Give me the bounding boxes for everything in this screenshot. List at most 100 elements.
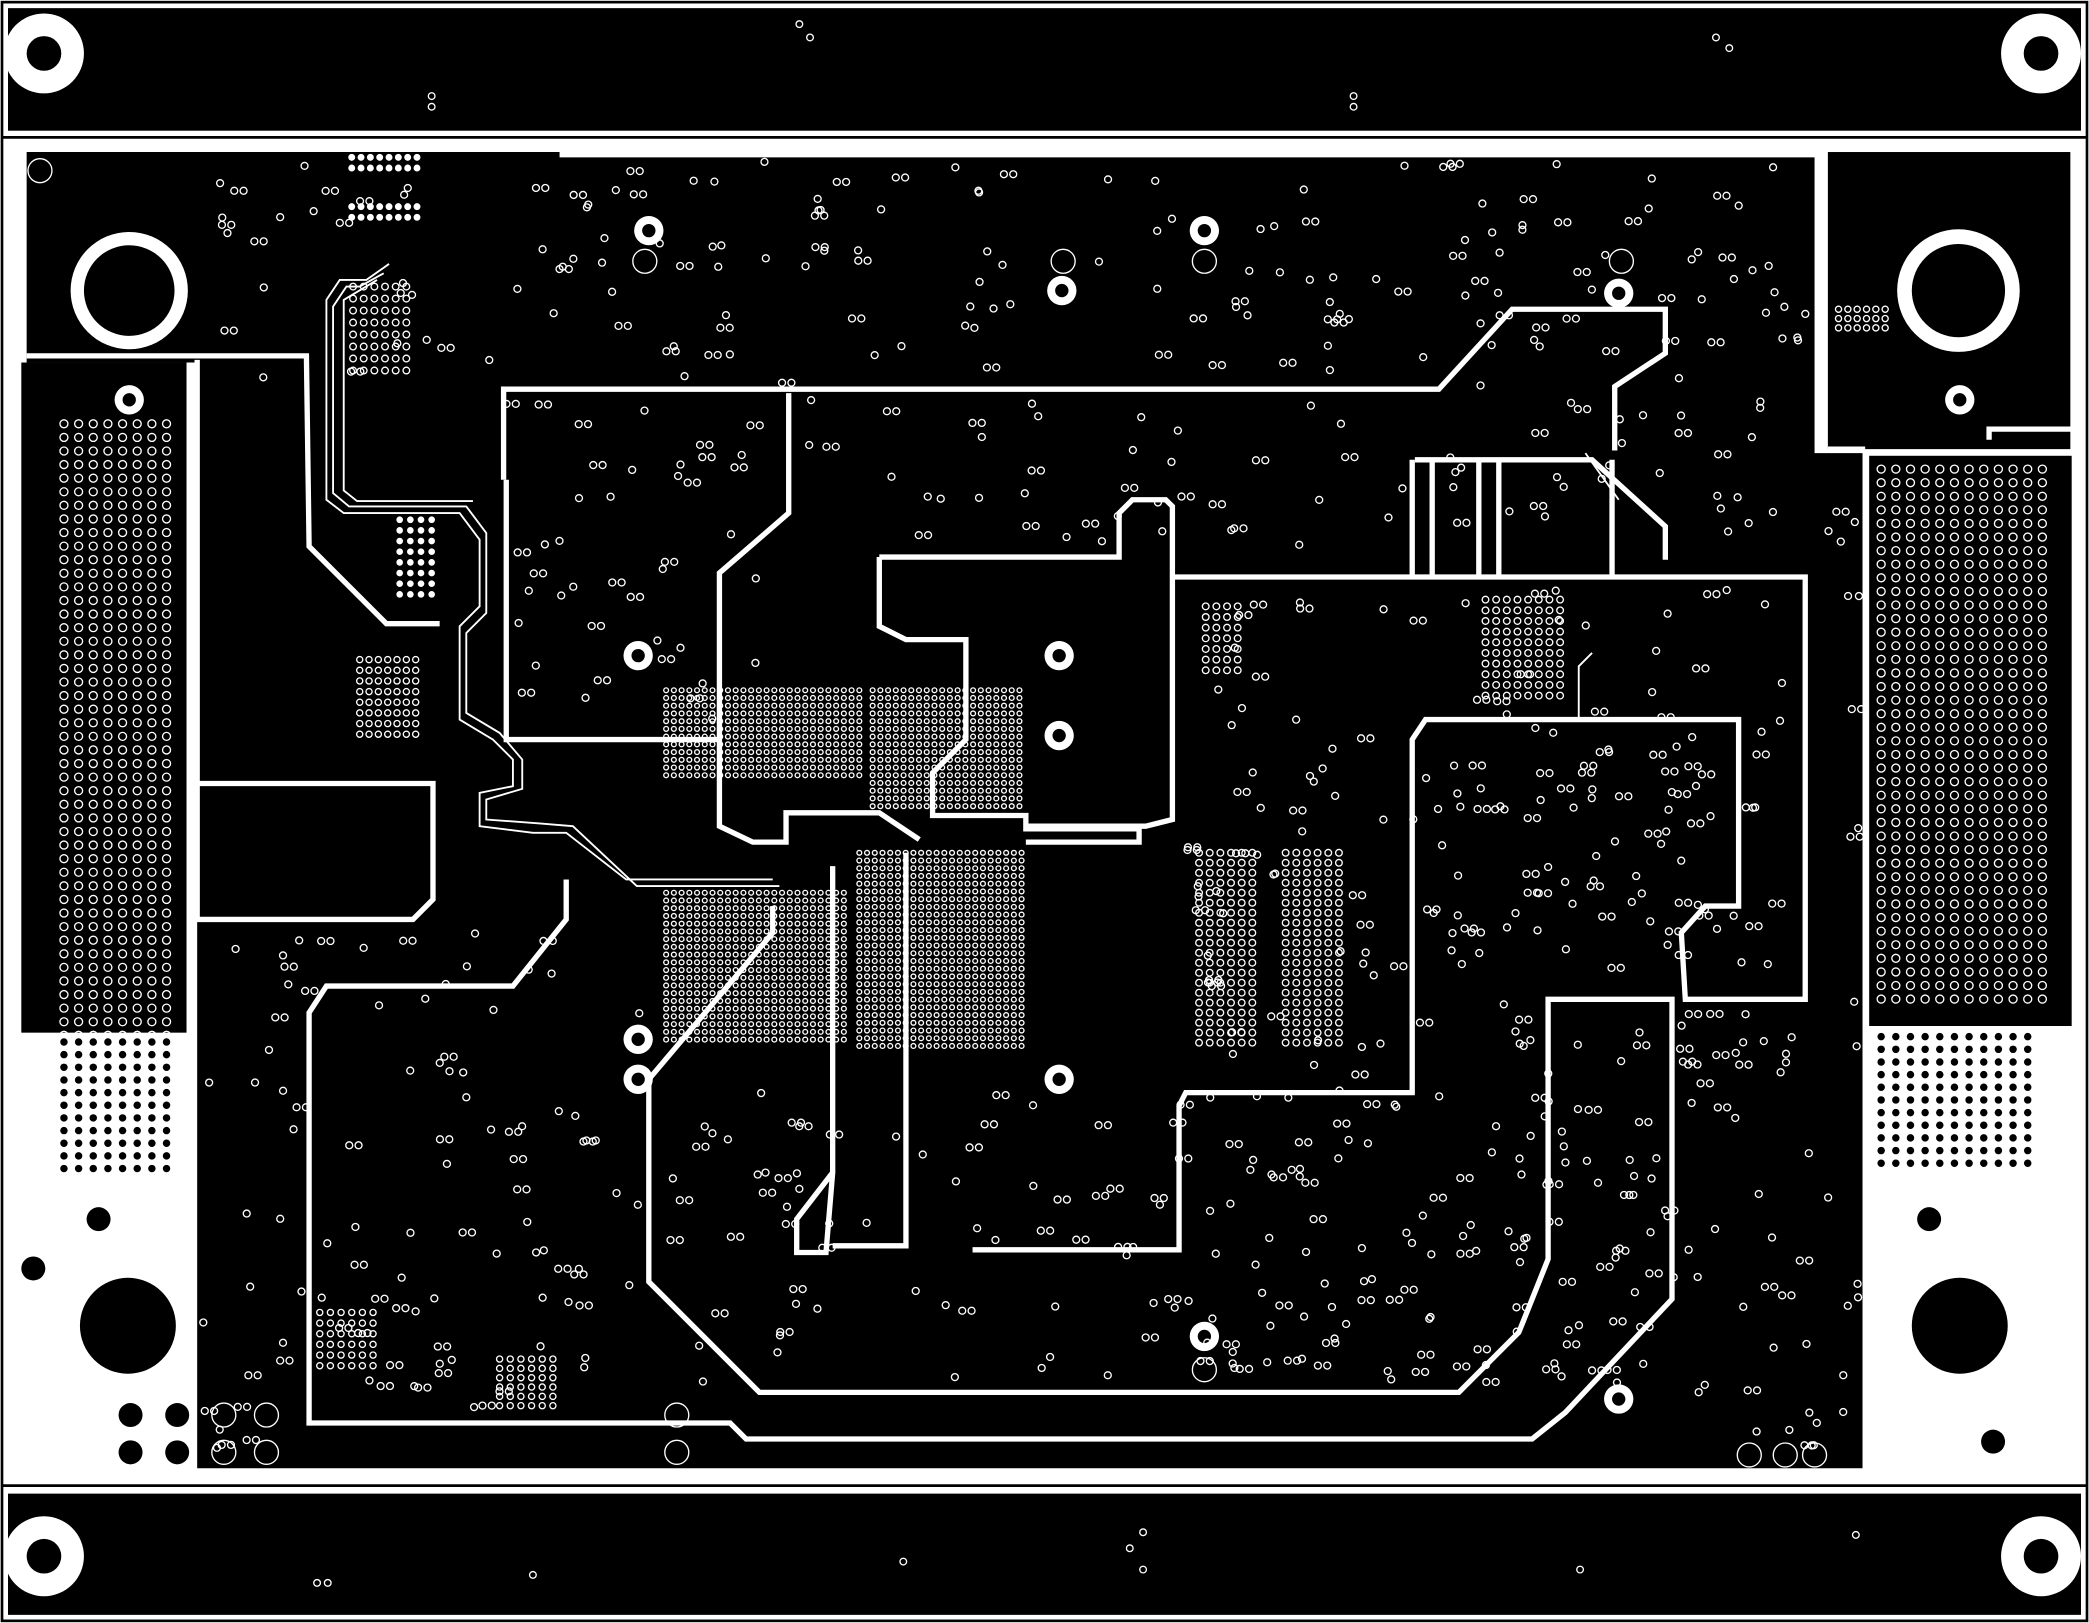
via <box>701 943 708 950</box>
via <box>1935 532 1945 542</box>
via <box>1094 1121 1103 1130</box>
via <box>103 786 113 796</box>
via <box>1553 218 1563 227</box>
via <box>74 1114 83 1122</box>
via <box>956 1019 963 1026</box>
via <box>1281 958 1290 967</box>
via <box>59 881 69 891</box>
via <box>1624 217 1633 226</box>
via <box>1950 1121 1959 1129</box>
via <box>1632 871 1641 881</box>
via <box>786 920 793 927</box>
via <box>162 1038 171 1046</box>
via <box>1010 880 1017 887</box>
via <box>402 709 411 717</box>
via <box>326 1330 335 1338</box>
via <box>771 687 778 694</box>
via <box>1003 942 1010 949</box>
via <box>964 965 971 972</box>
via <box>1227 888 1236 897</box>
via <box>1418 1211 1427 1220</box>
via <box>925 927 932 934</box>
via <box>809 694 817 702</box>
via <box>557 591 566 600</box>
via <box>1949 573 1960 583</box>
via <box>147 595 157 606</box>
via <box>549 1355 557 1363</box>
via <box>871 1019 878 1026</box>
via <box>902 1004 909 1011</box>
via <box>962 749 969 756</box>
via <box>977 718 984 725</box>
via <box>1533 926 1542 935</box>
via <box>877 764 884 771</box>
via <box>88 718 98 728</box>
via <box>88 989 98 1000</box>
via <box>748 990 755 997</box>
via <box>1518 220 1527 230</box>
via <box>1540 1112 1549 1121</box>
via <box>753 1170 762 1179</box>
via <box>1949 872 1960 882</box>
via <box>1836 537 1845 546</box>
via <box>1545 691 1554 700</box>
via <box>948 865 956 872</box>
via <box>2008 994 2018 1004</box>
via <box>489 1005 498 1015</box>
via <box>869 803 876 810</box>
via <box>2023 1032 2032 1041</box>
via <box>1010 988 1017 995</box>
via <box>951 163 960 172</box>
via <box>709 974 716 981</box>
via <box>147 949 157 959</box>
via <box>1891 980 1901 991</box>
via <box>1003 973 1010 980</box>
via <box>1281 978 1290 987</box>
via <box>428 516 435 524</box>
via <box>413 164 421 172</box>
via <box>708 714 717 723</box>
via <box>740 764 747 771</box>
via <box>977 741 984 748</box>
via <box>663 1013 670 1020</box>
via <box>1876 464 1886 474</box>
via <box>879 896 886 903</box>
via <box>972 865 979 872</box>
via <box>925 849 932 856</box>
via <box>931 741 938 748</box>
via <box>571 1111 580 1121</box>
via <box>1227 878 1236 887</box>
via <box>435 1058 444 1067</box>
via <box>218 213 227 222</box>
via <box>678 687 685 694</box>
via <box>1359 959 1368 968</box>
via <box>410 1382 419 1391</box>
via <box>923 710 930 717</box>
via <box>869 710 876 717</box>
via <box>1203 1338 1212 1347</box>
via <box>1545 606 1554 615</box>
via <box>73 894 84 905</box>
via <box>701 936 708 943</box>
via <box>985 733 992 740</box>
via <box>60 1152 68 1160</box>
via <box>2009 1083 2017 1092</box>
via <box>1892 1058 1900 1066</box>
via <box>354 1141 363 1150</box>
via <box>995 896 1002 903</box>
via <box>794 733 801 740</box>
via <box>223 228 232 238</box>
via <box>670 1005 677 1012</box>
via <box>132 867 142 877</box>
via <box>794 718 801 725</box>
via <box>73 935 84 945</box>
via <box>549 309 558 318</box>
via <box>809 687 817 694</box>
via <box>887 849 894 856</box>
via <box>933 872 940 880</box>
via <box>1670 1206 1679 1215</box>
via <box>663 694 670 702</box>
via <box>918 1027 925 1034</box>
via <box>1321 1338 1331 1348</box>
via <box>1313 1018 1322 1027</box>
